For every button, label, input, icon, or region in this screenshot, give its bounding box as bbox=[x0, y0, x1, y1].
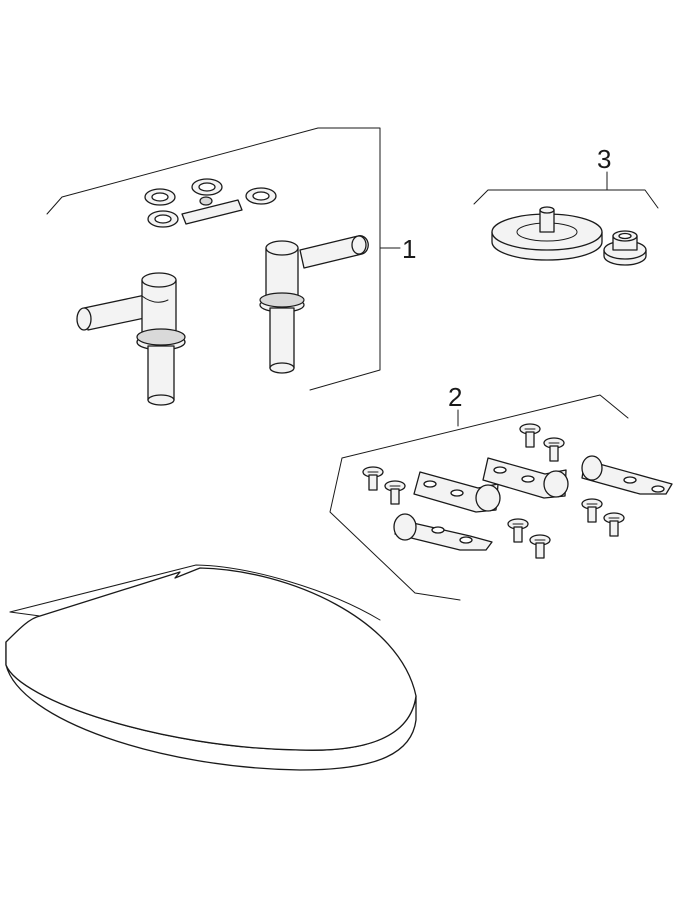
hinge-set-group: 1 bbox=[46, 127, 416, 406]
fixing-set-bracket bbox=[329, 394, 629, 601]
callout-3: 3 bbox=[597, 144, 611, 174]
buffer-disc bbox=[491, 206, 603, 261]
toilet-seat-lid bbox=[5, 564, 417, 771]
buffer-cap bbox=[603, 230, 647, 266]
fixing-bracket-1 bbox=[413, 471, 501, 513]
screw-set bbox=[362, 423, 625, 559]
fixing-bracket-4 bbox=[581, 455, 673, 495]
washer-cross bbox=[144, 178, 277, 228]
buffer-set-group: 3 bbox=[473, 144, 659, 266]
screw bbox=[384, 480, 406, 505]
fixing-bracket-2 bbox=[482, 457, 569, 499]
buffer-set-bracket bbox=[473, 189, 659, 209]
screw bbox=[543, 437, 565, 462]
fixing-set-group: 2 bbox=[329, 382, 673, 601]
screw bbox=[603, 512, 625, 537]
screw bbox=[529, 534, 551, 559]
screw bbox=[519, 423, 541, 448]
screw bbox=[507, 518, 529, 543]
hinge-pin-left bbox=[76, 272, 186, 406]
callout-2: 2 bbox=[448, 382, 462, 412]
hinge-set-bracket bbox=[46, 127, 381, 391]
screw bbox=[581, 498, 603, 523]
screw bbox=[362, 466, 384, 491]
hinge-pin-right bbox=[259, 235, 369, 374]
callout-1: 1 bbox=[402, 234, 416, 264]
fixing-bracket-3 bbox=[393, 513, 493, 551]
